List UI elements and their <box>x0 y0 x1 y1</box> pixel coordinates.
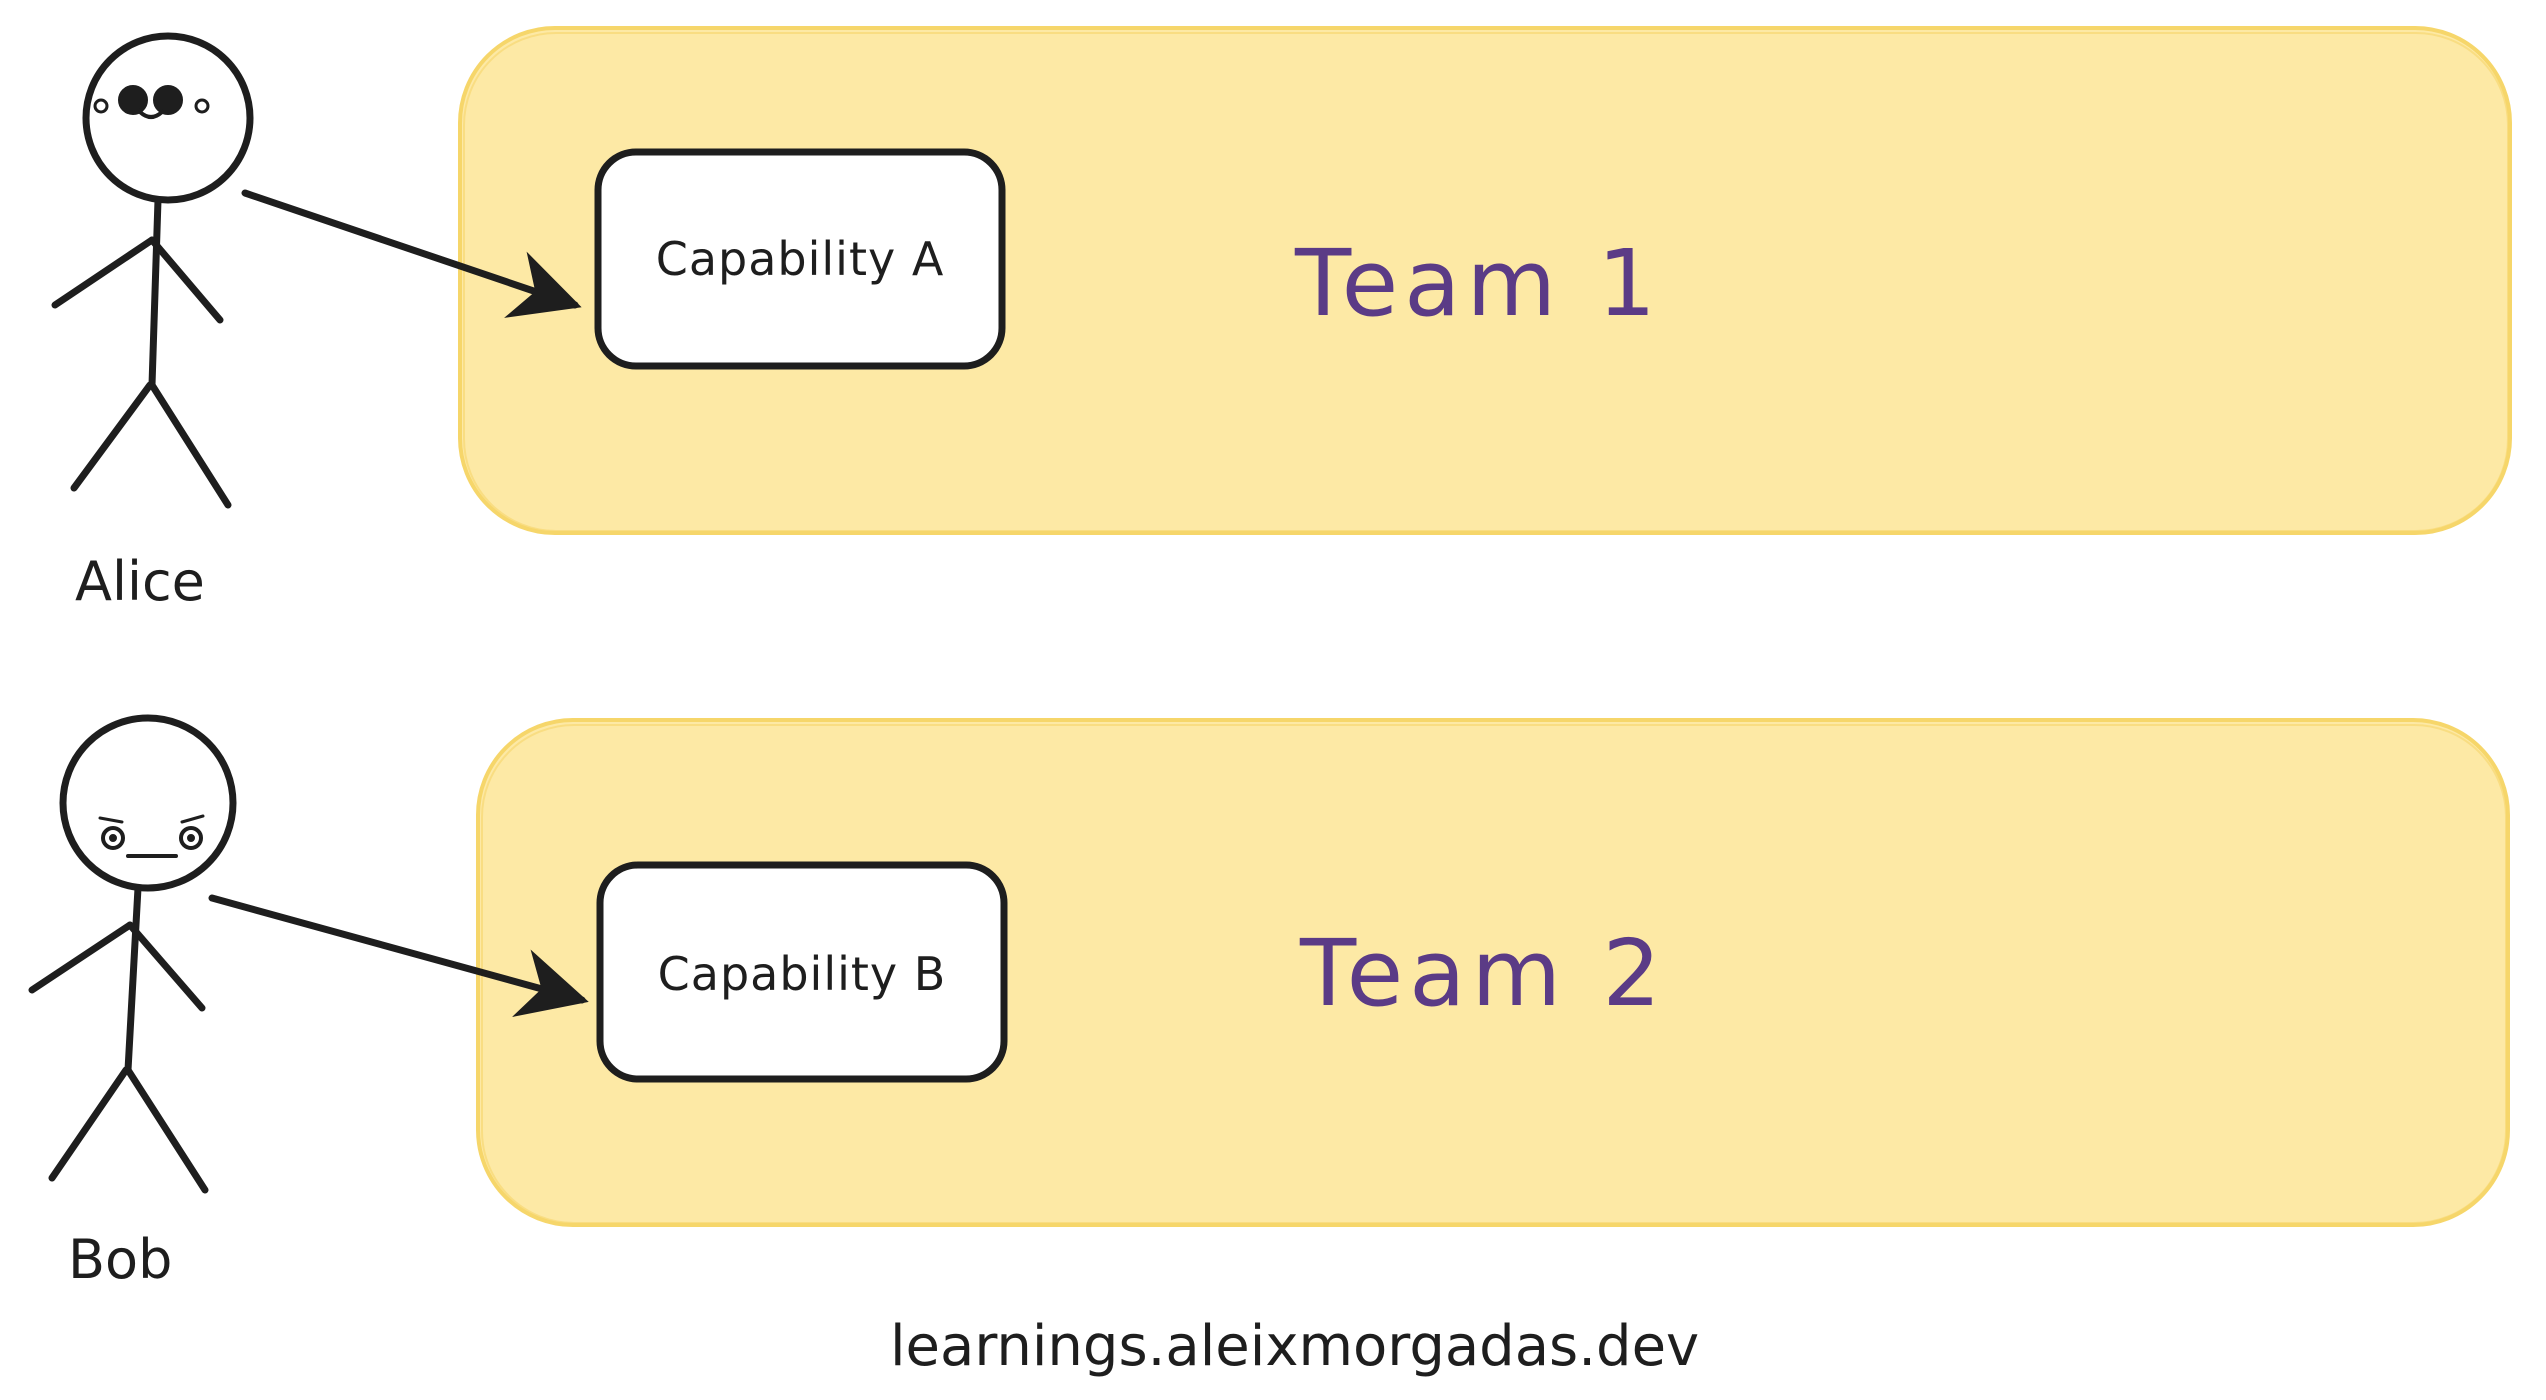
alice-name: Alice <box>75 550 205 613</box>
team-2-label: Team 2 <box>1299 920 1667 1027</box>
team-2-panel: Team 2 <box>476 718 2510 1227</box>
bob-figure <box>28 714 237 1194</box>
bob-name: Bob <box>68 1228 172 1291</box>
capability-a-label: Capability A <box>656 232 945 286</box>
footer-url: learnings.aleixmorgadas.dev <box>890 1314 1699 1379</box>
team-1-label: Team 1 <box>1294 230 1662 337</box>
bob-to-capability-b-arrow <box>208 894 589 1017</box>
capability-b-label: Capability B <box>658 947 947 1001</box>
capability-b-box: Capability B <box>596 861 1008 1083</box>
alice-figure <box>51 32 254 509</box>
alice-to-capability-a-arrow <box>241 189 582 318</box>
capability-a-box: Capability A <box>594 148 1006 370</box>
happy-face-icon <box>82 32 254 204</box>
neutral-face-icon <box>59 714 237 892</box>
